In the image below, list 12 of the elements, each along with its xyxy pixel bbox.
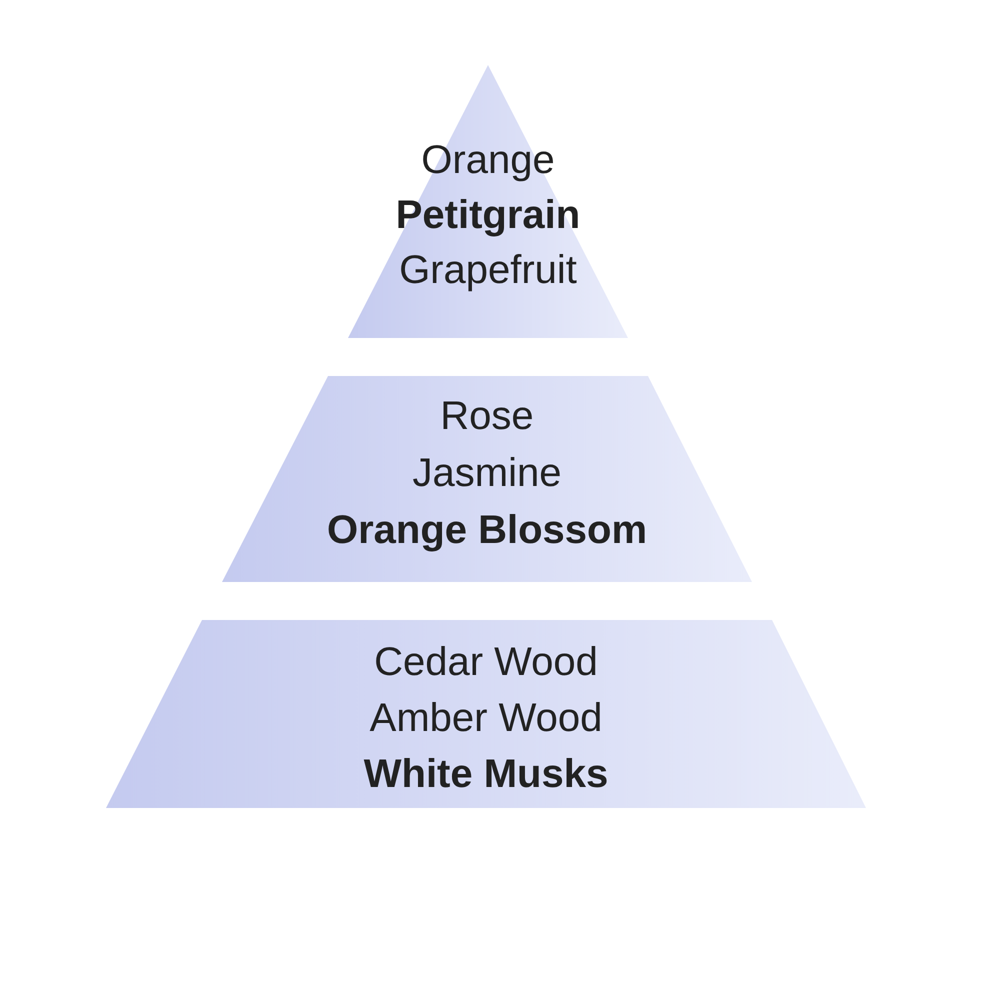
pyramid-top-tier xyxy=(348,65,628,338)
note-label: Petitgrain xyxy=(396,192,580,239)
pyramid-base-tier xyxy=(106,620,866,808)
note-label: White Musks xyxy=(364,751,608,798)
note-label: Amber Wood xyxy=(370,695,602,742)
note-label: Grapefruit xyxy=(399,247,577,294)
note-label: Orange Blossom xyxy=(326,507,648,554)
pyramid-middle-tier xyxy=(222,376,752,582)
note-label: Cedar Wood xyxy=(374,639,598,686)
note-label: Jasmine xyxy=(412,450,562,497)
note-label: Rose xyxy=(440,393,534,440)
note-label: Orange xyxy=(421,137,555,184)
